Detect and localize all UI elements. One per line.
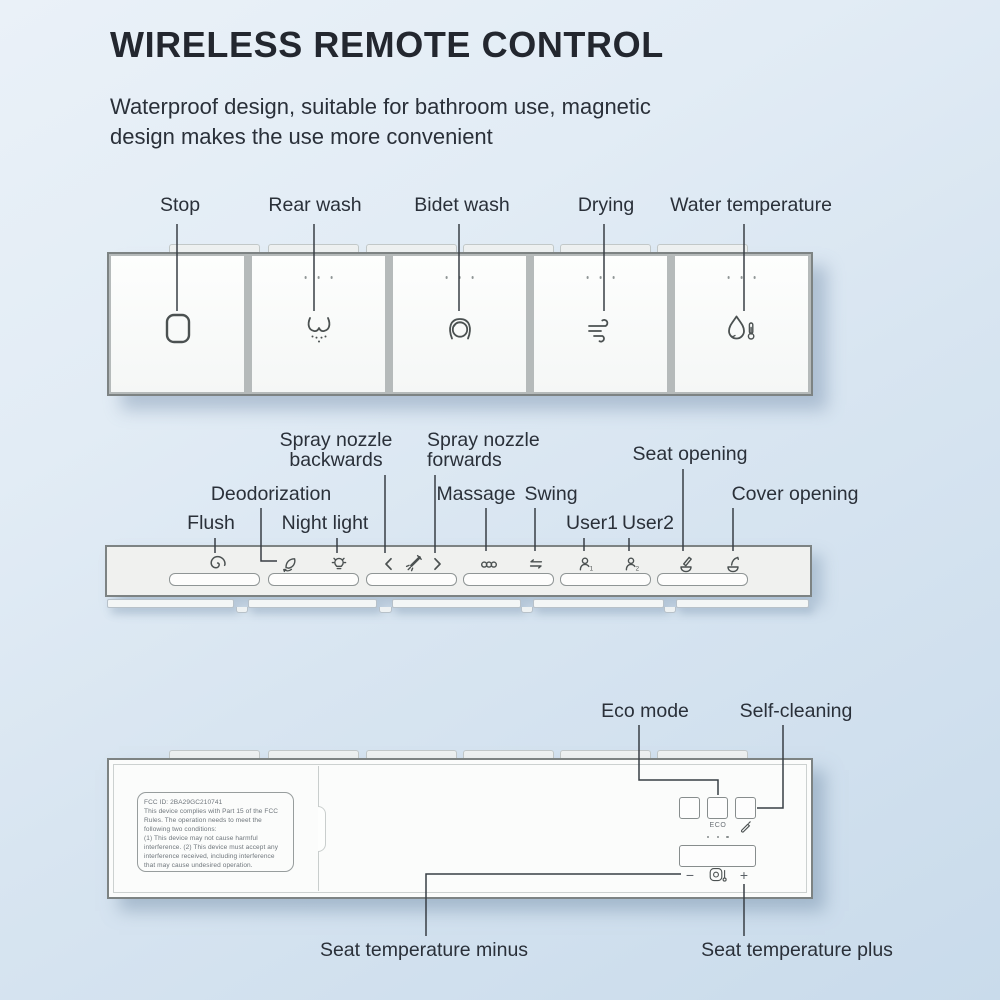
rail-segment (107, 599, 234, 608)
remote-button-bidet-wash[interactable] (393, 256, 526, 392)
remote-tab (657, 244, 748, 253)
callout-label-deodorization: Deodorization (210, 483, 332, 505)
stop-icon (158, 310, 198, 355)
callout-label-seat-temperature-plus: Seat temperature plus (701, 939, 893, 961)
middle-remote: 1 2 (105, 545, 812, 597)
bottom-remote: FCC ID: 2BA29GC210741 This device compli… (107, 758, 813, 899)
water-temperature-icon (720, 310, 764, 355)
top-remote (107, 252, 813, 396)
page-subtitle: Waterproof design, suitable for bathroom… (110, 94, 651, 149)
drying-icon (581, 310, 621, 355)
callout-label-flush: Flush (187, 512, 235, 534)
rear-wash-icon (299, 310, 339, 355)
eco-mode-button[interactable] (707, 797, 728, 819)
callout-label-night-light: Night light (281, 512, 369, 534)
callout-label-bidet-wash: Bidet wash (414, 194, 510, 216)
indicator-dots (707, 836, 729, 839)
callout-label-user1: User1 (565, 512, 619, 534)
key-strip-seat-cover[interactable] (657, 573, 748, 586)
user2-icon: 2 (623, 554, 643, 579)
callout-label-drying: Drying (577, 194, 635, 216)
indicator-dots (304, 276, 333, 279)
bidet-wash-icon (440, 310, 480, 355)
indicator-dots (586, 276, 615, 279)
callout-label-spray-nozzle-forwards: Spray nozzle forwards (427, 429, 540, 471)
remote-tab (366, 750, 457, 759)
seat-opening-icon (676, 554, 696, 579)
callout-label-user2: User2 (621, 512, 675, 534)
remote-tab (560, 244, 651, 253)
massage-icon (479, 554, 499, 579)
chevron-left-icon (379, 554, 399, 579)
fcc-label: FCC ID: 2BA29GC210741 This device compli… (137, 792, 294, 872)
rail-segment (392, 599, 521, 608)
key-strip-deodorization-nightlight[interactable] (268, 573, 359, 586)
remote-tab (169, 750, 260, 759)
remote-button-drying[interactable] (534, 256, 667, 392)
swing-icon (526, 554, 546, 579)
remote-button-rear-wash[interactable] (252, 256, 385, 392)
page-title: WIRELESS REMOTE CONTROL (110, 24, 664, 65)
callout-label-seat-temperature-minus: Seat temperature minus (319, 939, 529, 961)
callout-label-seat-opening: Seat opening (632, 443, 748, 465)
key-strip-flush[interactable] (169, 573, 260, 586)
back-panel-notch (318, 806, 326, 852)
callout-label-rear-wash: Rear wash (268, 194, 362, 216)
rail-segment (248, 599, 377, 608)
callout-label-spray-nozzle-backwards: Spray nozzle backwards (279, 429, 393, 471)
user1-icon: 1 (577, 554, 597, 579)
callout-label-stop: Stop (159, 194, 201, 216)
spray-nozzle-icon (403, 554, 423, 579)
callout-label-water-temperature: Water temperature (670, 194, 832, 216)
remote-button-stop[interactable] (111, 256, 244, 392)
rail-tab (379, 607, 392, 613)
callout-label-eco-mode: Eco mode (601, 700, 689, 722)
remote-button-water-temperature[interactable] (675, 256, 808, 392)
remote-tab (366, 244, 457, 253)
cover-opening-icon (723, 554, 743, 579)
remote-tab (463, 244, 554, 253)
seat-temperature-plus-button[interactable]: + (739, 867, 749, 883)
indicator-dots (727, 276, 756, 279)
rail-tab (236, 607, 248, 613)
svg-text:2: 2 (636, 566, 640, 573)
rail-segment (676, 599, 809, 608)
remote-tab (463, 750, 554, 759)
key-strip-users[interactable] (560, 573, 651, 586)
self-cleaning-button[interactable] (735, 797, 756, 819)
key-strip-massage-swing[interactable] (463, 573, 554, 586)
eco-left-button[interactable] (679, 797, 700, 819)
key-strip-spray-nozzle[interactable] (366, 573, 457, 586)
rail-tab (521, 607, 533, 613)
indicator-dots (445, 276, 474, 279)
rail-tab (664, 607, 676, 613)
brush-icon (739, 819, 753, 838)
seat-temperature-icon (708, 866, 728, 889)
svg-text:1: 1 (590, 566, 594, 573)
flush-icon (208, 554, 228, 579)
callout-label-cover-opening: Cover opening (731, 483, 859, 505)
chevron-right-icon (427, 554, 447, 579)
night-light-icon (329, 554, 349, 579)
rail-segment (533, 599, 664, 608)
callout-label-swing: Swing (524, 483, 578, 505)
remote-tab (169, 244, 260, 253)
seat-temperature-minus-button[interactable]: − (685, 867, 695, 883)
seat-temperature-button[interactable] (679, 845, 756, 867)
remote-tab (268, 750, 359, 759)
deodorization-icon (280, 554, 300, 579)
callout-label-massage: Massage (436, 483, 516, 505)
eco-text: ECO (709, 822, 727, 829)
callout-label-self-cleaning: Self-cleaning (739, 700, 853, 722)
